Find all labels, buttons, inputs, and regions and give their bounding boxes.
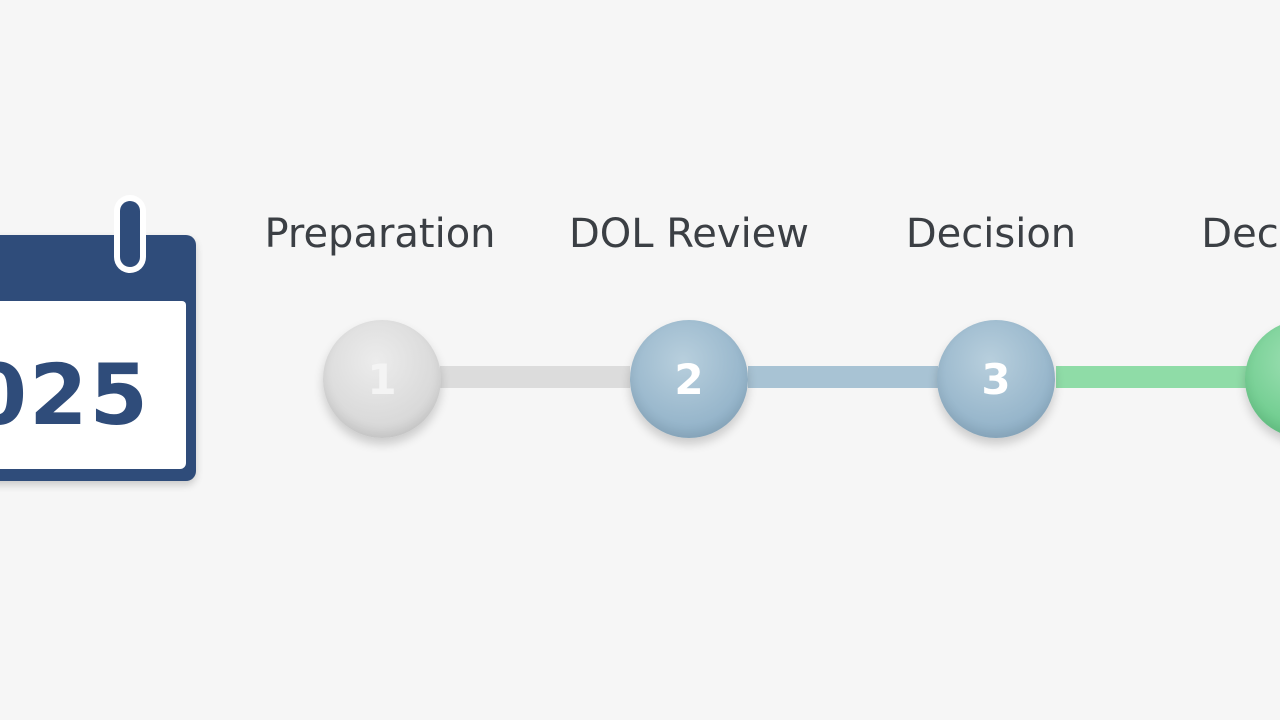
calendar-year: 2025 bbox=[0, 346, 150, 444]
step-label-preparation: Preparation bbox=[264, 211, 496, 257]
step-label-dol-review: DOL Review bbox=[569, 211, 809, 257]
step-number-2: 2 bbox=[674, 354, 704, 404]
step-circle-2[interactable]: 2 bbox=[630, 320, 748, 438]
connector-2-3 bbox=[748, 366, 938, 388]
step-label-decision: Decision bbox=[905, 211, 1077, 257]
connector-3-4 bbox=[1056, 366, 1256, 388]
connector-1-2 bbox=[440, 366, 630, 388]
step-circle-1[interactable]: 1 bbox=[323, 320, 441, 438]
step-number-1: 1 bbox=[367, 354, 397, 404]
calendar-ring-icon bbox=[114, 195, 146, 273]
step-label-partial: Dec bbox=[1201, 211, 1279, 257]
step-circle-4[interactable] bbox=[1245, 320, 1280, 438]
calendar-icon: 2025 bbox=[0, 195, 196, 481]
step-circle-3[interactable]: 3 bbox=[937, 320, 1055, 438]
step-number-3: 3 bbox=[981, 354, 1011, 404]
calendar-page bbox=[0, 301, 186, 469]
